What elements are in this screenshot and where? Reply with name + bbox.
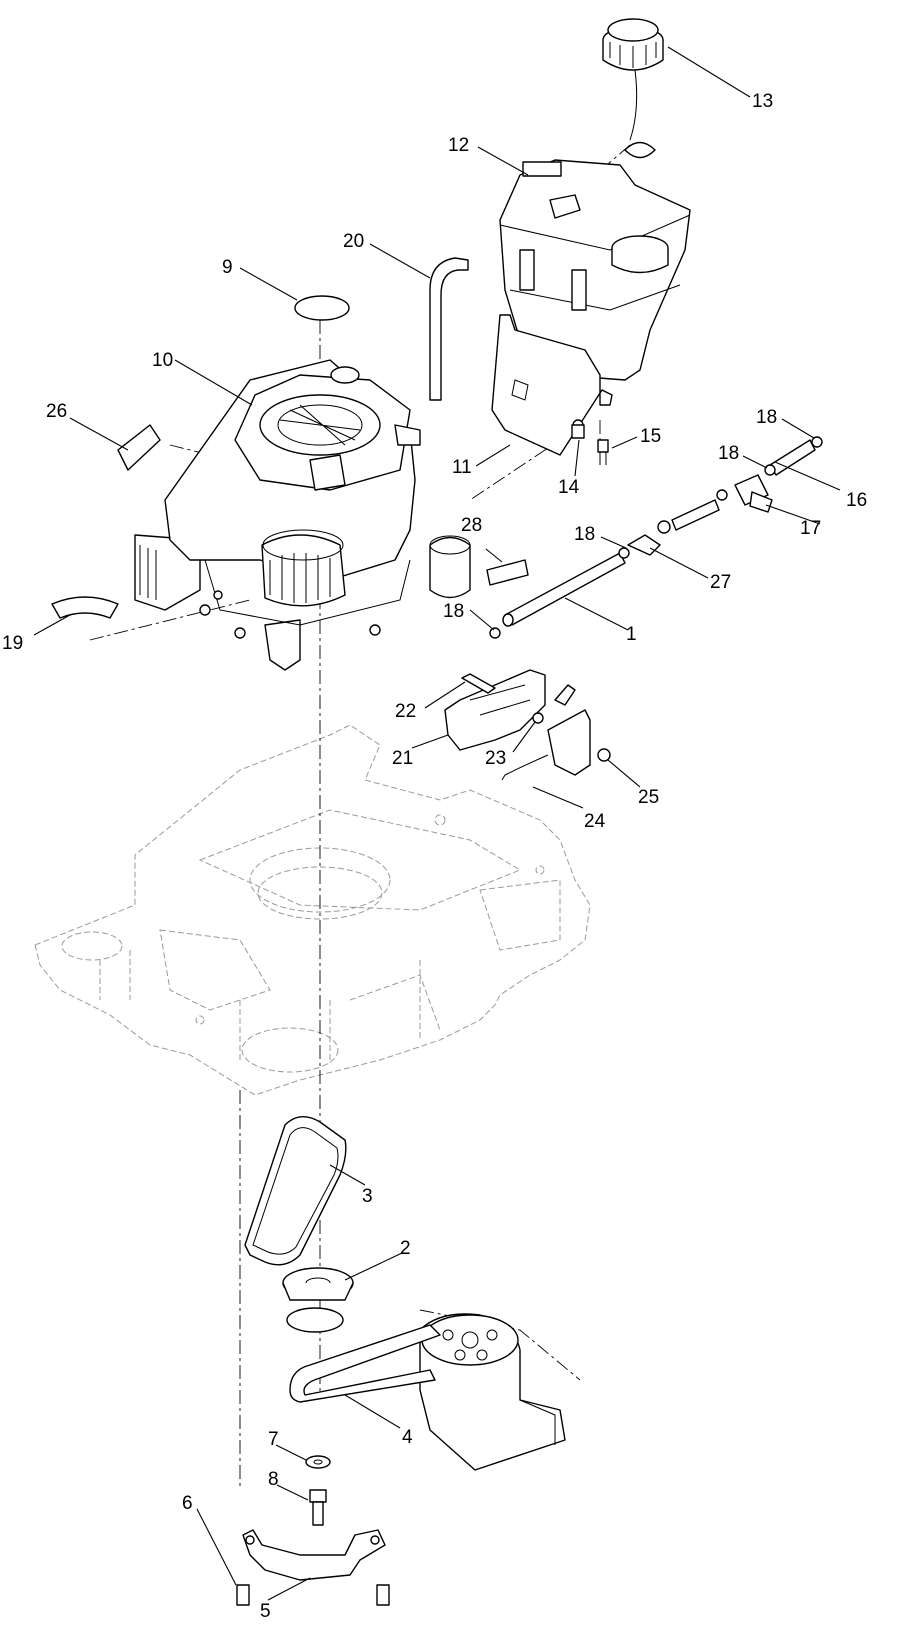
belt-3 — [244, 1116, 347, 1266]
callout-18d: 18 — [443, 601, 464, 622]
throttle-control-24 — [501, 684, 591, 781]
throttle-bracket-21 — [444, 669, 546, 751]
callout-25: 25 — [638, 787, 659, 808]
decal-28 — [486, 559, 529, 586]
nut-25 — [597, 748, 611, 762]
washer-23 — [532, 712, 544, 724]
callout-17: 17 — [800, 518, 821, 539]
fuel-filter-27 — [627, 520, 671, 556]
decal-26 — [117, 424, 161, 471]
callout-27: 27 — [710, 572, 731, 593]
callout-7: 7 — [268, 1429, 279, 1450]
callout-26: 26 — [46, 401, 67, 422]
callout-20: 20 — [343, 231, 364, 252]
bolt-8 — [309, 1489, 327, 1526]
callout-6: 6 — [182, 1493, 193, 1514]
callout-10: 10 — [152, 350, 173, 371]
callout-18c: 18 — [574, 524, 595, 545]
callout-14: 14 — [558, 477, 580, 498]
washer-7 — [305, 1455, 331, 1469]
screws-14-15 — [571, 424, 609, 465]
callout-19: 19 — [2, 633, 23, 654]
callout-9: 9 — [222, 257, 233, 278]
callout-11: 11 — [452, 457, 472, 478]
callout-18b: 18 — [718, 443, 739, 464]
mower-deck-ghost — [34, 724, 591, 1096]
screw-22 — [461, 673, 496, 694]
callout-4: 4 — [402, 1427, 413, 1448]
part-19 — [51, 596, 119, 619]
fuel-line-1 — [502, 552, 626, 627]
decal-9 — [294, 295, 350, 321]
fuel-cap — [602, 18, 664, 159]
callout-8: 8 — [268, 1469, 279, 1490]
hose-clamps-18 — [489, 436, 823, 639]
vent-hose — [429, 257, 469, 401]
callout-labels: 1 2 3 4 5 6 7 8 9 10 11 12 13 14 15 16 1… — [2, 91, 867, 1622]
callout-23: 23 — [485, 748, 506, 769]
callout-2: 2 — [400, 1238, 411, 1259]
leader-lines — [33, 46, 841, 1601]
callout-13: 13 — [752, 91, 773, 112]
callout-1: 1 — [626, 624, 637, 645]
fuel-line-16 — [671, 439, 816, 531]
callout-24: 24 — [584, 811, 606, 832]
pulley-2 — [282, 1267, 354, 1333]
callout-15: 15 — [640, 426, 661, 447]
transaxle — [419, 1313, 566, 1471]
fuel-valve-17 — [716, 474, 773, 513]
callout-22: 22 — [395, 701, 416, 722]
callout-18a: 18 — [756, 407, 777, 428]
bolt-6 — [236, 1584, 390, 1606]
callout-3: 3 — [362, 1186, 373, 1207]
callout-16: 16 — [846, 490, 867, 511]
callout-28: 28 — [461, 515, 482, 536]
bracket-5 — [242, 1529, 386, 1581]
callout-5: 5 — [260, 1601, 271, 1622]
callout-21: 21 — [392, 748, 413, 769]
belt-4 — [289, 1324, 441, 1403]
callout-12: 12 — [448, 135, 469, 156]
engine — [134, 359, 471, 671]
